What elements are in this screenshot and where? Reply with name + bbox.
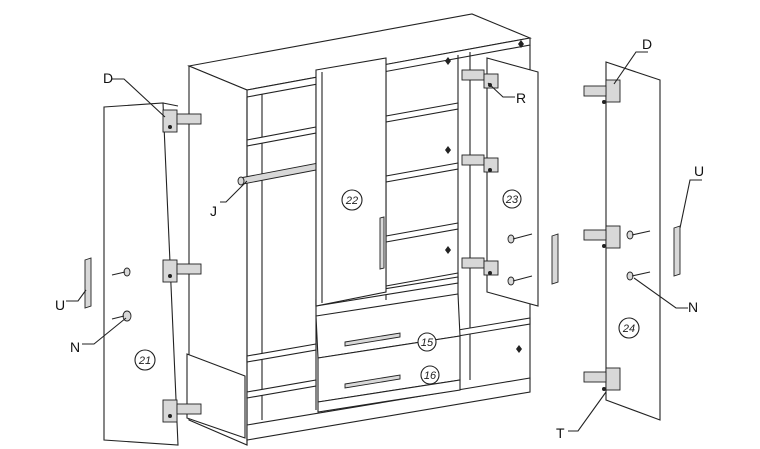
callout-n-left: N: [70, 339, 80, 355]
hinge-icon: [162, 399, 202, 423]
callout-t: T: [556, 425, 565, 441]
callout-j: J: [210, 203, 217, 219]
cam-fitting-icon: [445, 146, 451, 154]
part-number-16: 16: [424, 370, 437, 382]
screw-icon: [507, 233, 533, 244]
part-number-21: 21: [138, 355, 151, 367]
screw-icon: [626, 230, 651, 240]
drawers: 15 16: [315, 293, 461, 413]
part-number-22: 22: [345, 195, 358, 207]
part-number-23: 23: [505, 194, 519, 206]
hinge-icon: [583, 367, 621, 391]
screw-icon: [507, 275, 533, 286]
door-left: 21: [103, 102, 179, 446]
callout-u-left: U: [55, 297, 65, 313]
hinge-icon: [583, 225, 621, 249]
hinge-icon: [461, 154, 499, 173]
part-number-24: 24: [622, 323, 635, 335]
cabinet-hinges: [445, 40, 524, 353]
door-far-right-hinges: [583, 79, 621, 391]
part-number-15: 15: [421, 337, 434, 349]
cam-fitting-icon: [445, 57, 451, 65]
handle-icon: [84, 257, 92, 309]
cam-fitting-icon: [516, 345, 522, 353]
callout-labels: D J U N D R U N T: [55, 36, 704, 441]
callout-leaders: [66, 51, 702, 432]
handle-icon: [673, 225, 681, 277]
part-number-15-circle: [417, 332, 437, 352]
callout-r: R: [516, 90, 526, 106]
screw-icon: [626, 271, 651, 281]
door-center: 22: [315, 57, 387, 307]
door-far-right-handle-hardware: [626, 225, 681, 281]
cam-fitting-icon: [445, 246, 451, 254]
hinge-icon: [583, 79, 621, 104]
lower-left-panel: [186, 353, 246, 439]
hinge-icon: [162, 109, 202, 133]
door-far-right: 24: [605, 61, 661, 421]
hinge-icon: [461, 257, 499, 276]
door-inner-right: 23: [486, 57, 539, 307]
wardrobe-cabinet: [187, 13, 532, 446]
door-left-hinges: [162, 109, 202, 423]
hinge-icon: [461, 69, 499, 89]
handle-icon: [551, 233, 559, 285]
callout-d-left: D: [103, 70, 113, 86]
screw-icon: [111, 267, 131, 277]
cam-fitting-icon: [518, 40, 524, 48]
door-23-hardware: [507, 233, 559, 286]
callout-d-right: D: [642, 36, 652, 52]
callout-u-right: U: [694, 163, 704, 179]
hinge-icon: [162, 259, 202, 283]
part-number-16-circle: [420, 365, 440, 385]
callout-n-right: N: [688, 299, 698, 315]
